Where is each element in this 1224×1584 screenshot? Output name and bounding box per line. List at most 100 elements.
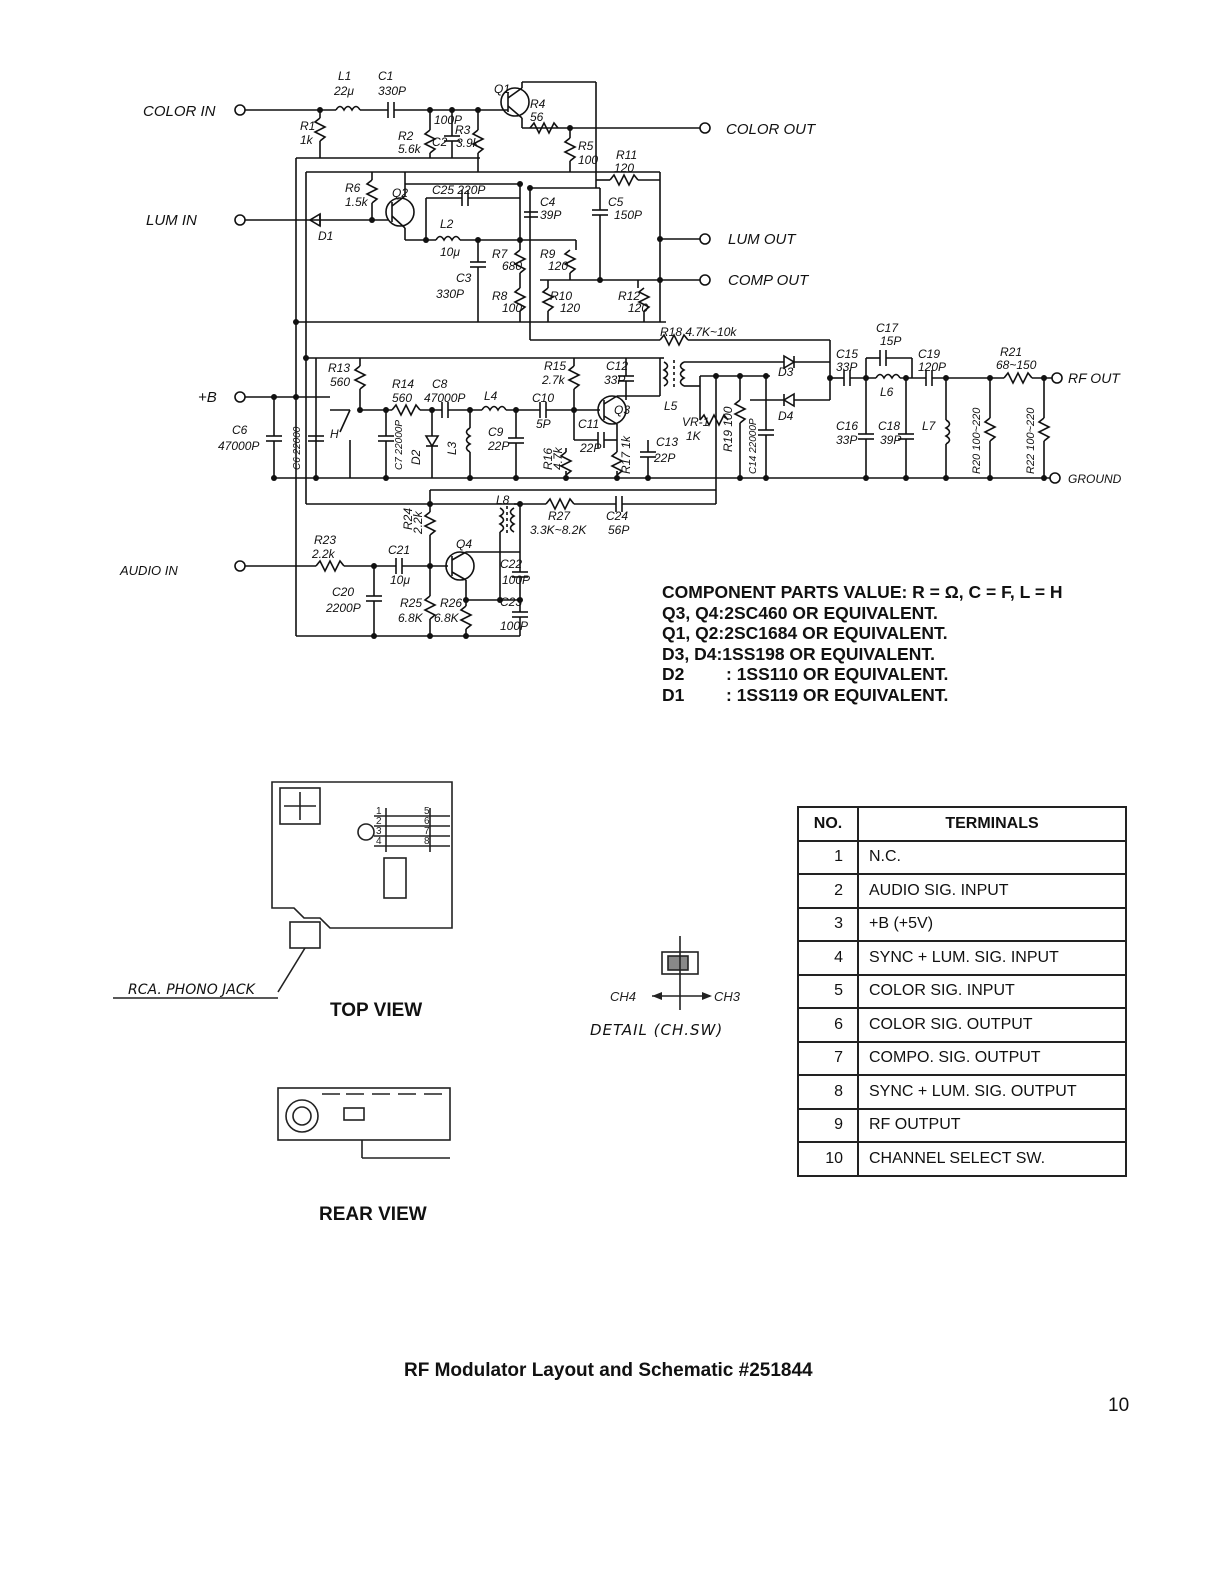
terminal-lum-in — [234, 214, 246, 226]
label-c5: C5 — [608, 195, 624, 209]
label-c10: C10 — [532, 391, 554, 405]
terminal-no: 3 — [797, 906, 859, 942]
label-l3: L3 — [445, 441, 459, 455]
terminal-no: 8 — [797, 1074, 859, 1110]
label-c21-val: 10μ — [390, 573, 410, 587]
label-l1-val: 22μ — [333, 84, 354, 98]
pin-number: 6 — [424, 816, 430, 827]
terminal-no: 9 — [797, 1107, 859, 1143]
label-c23: C23 — [500, 595, 522, 609]
terminal-name: CHANNEL SELECT SW. — [857, 1141, 1127, 1177]
label-r27: R27 — [548, 509, 571, 523]
label-c11-val: 22P — [579, 441, 601, 455]
label-r27-val: 3.3K~8.2K — [530, 523, 587, 537]
label-c9-val: 22P — [487, 439, 509, 453]
label-r26: R26 — [440, 596, 462, 610]
label-r25: R25 — [400, 596, 422, 610]
notes-value: 2SC1684 OR EQUIVALENT. — [724, 623, 948, 643]
label-r5-val: 100 — [578, 153, 598, 167]
notes-value: : 1SS119 OR EQUIVALENT. — [726, 684, 949, 705]
label-q2: Q2 — [392, 186, 408, 200]
label-c17: C17 — [876, 321, 899, 335]
label-c2-val: 100P — [434, 113, 462, 127]
notes-row: Q3, Q4: 2SC460 OR EQUIVALENT. — [662, 603, 1063, 624]
notes-row: COMPONENT PARTS VALUE: R = Ω, C = F, L =… — [662, 582, 1063, 603]
terminal-name: SYNC + LUM. SIG. OUTPUT — [857, 1074, 1127, 1110]
label-r10: R10 — [550, 289, 572, 303]
label-c5-val: 150P — [614, 208, 642, 222]
label-h: H — [330, 427, 339, 441]
label-ground: GROUND — [1068, 472, 1122, 486]
notes-key: COMPONENT PARTS VALUE: R = Ω, C = F, L =… — [662, 582, 1063, 602]
terminal-color-in — [234, 104, 246, 116]
label-rf-out: RF OUT — [1068, 370, 1121, 386]
pin-number: 7 — [424, 826, 430, 837]
label-r4: R4 — [530, 97, 546, 111]
label-r8-val: 100 — [502, 301, 522, 315]
label-c4: C4 — [540, 195, 556, 209]
label-comp-out: COMP OUT — [728, 272, 810, 289]
label-q1: Q1 — [494, 82, 510, 96]
label-c15: C15 — [836, 347, 858, 361]
label-c8-val: 47000P — [424, 391, 465, 405]
label-r9-val: 120 — [548, 259, 568, 273]
label-q4: Q4 — [456, 537, 472, 551]
label-c22-val: 100P — [502, 573, 530, 587]
label-r3-val: 3.9k — [456, 136, 480, 150]
label-c10-val: 5P — [536, 417, 551, 431]
terminal-name: RF OUTPUT — [857, 1107, 1127, 1143]
pin-number: 4 — [376, 836, 382, 847]
notes-row: Q1, Q2: 2SC1684 OR EQUIVALENT. — [662, 623, 1063, 644]
label-r13: R13 — [328, 361, 350, 375]
label-c15-val: 33P — [836, 360, 857, 374]
label-l7: L7 — [922, 419, 937, 433]
label-c19-val: 120P — [918, 360, 946, 374]
label-ch4: CH4 — [610, 989, 636, 1004]
detail-ch-sw-label: DETAIL (CH.SW) — [590, 1021, 724, 1039]
label-r20: R20 100~220 — [971, 407, 983, 474]
terminal-no: 7 — [797, 1040, 859, 1076]
label-c11: C11 — [578, 417, 599, 431]
notes-key: D2 — [662, 664, 685, 684]
label-l6: L6 — [880, 385, 894, 399]
label-c13-val: 22P — [653, 451, 675, 465]
page-number: 10 — [1108, 1395, 1130, 1416]
label-c25: C25 220P — [432, 183, 485, 197]
terminal-no: 6 — [797, 1007, 859, 1043]
label-r11: R11 — [616, 148, 637, 162]
label-r6-val: 1.5k — [345, 195, 369, 209]
label-c3-val: 330P — [436, 287, 464, 301]
label-c1-val: 330P — [378, 84, 406, 98]
terminal-name: COLOR SIG. OUTPUT — [857, 1007, 1127, 1043]
label-r17: R17 1k — [619, 435, 633, 474]
label-r2: R2 — [398, 129, 414, 143]
label-c7: C7 22000P — [394, 420, 405, 470]
label-c17-val: 15P — [880, 334, 901, 348]
label-d2: D2 — [409, 449, 423, 465]
label-c16: C16 — [836, 419, 858, 433]
notes-row: D2 : 1SS110 OR EQUIVALENT. — [662, 664, 1063, 685]
label-c23-val: 100P — [500, 619, 528, 633]
label-l4: L4 — [484, 389, 498, 403]
label-d1: D1 — [318, 229, 333, 243]
label-c9: C9 — [488, 425, 504, 439]
label-r14-val: 560 — [392, 391, 412, 405]
notes-value: : 1SS110 OR EQUIVALENT. — [726, 664, 949, 684]
label-l2: L2 — [440, 217, 454, 231]
label-r24: R24 — [401, 508, 415, 530]
pin-number: 2 — [376, 816, 382, 827]
label-l5: L5 — [664, 399, 678, 413]
label-r24-val: 2.2k — [411, 510, 425, 535]
label-r13-val: 560 — [330, 375, 350, 389]
label-r1-val: 1k — [300, 133, 314, 147]
label-r4-val: 56 — [530, 110, 544, 124]
label-r15: R15 — [544, 359, 566, 373]
label-c6-val: 47000P — [218, 439, 259, 453]
